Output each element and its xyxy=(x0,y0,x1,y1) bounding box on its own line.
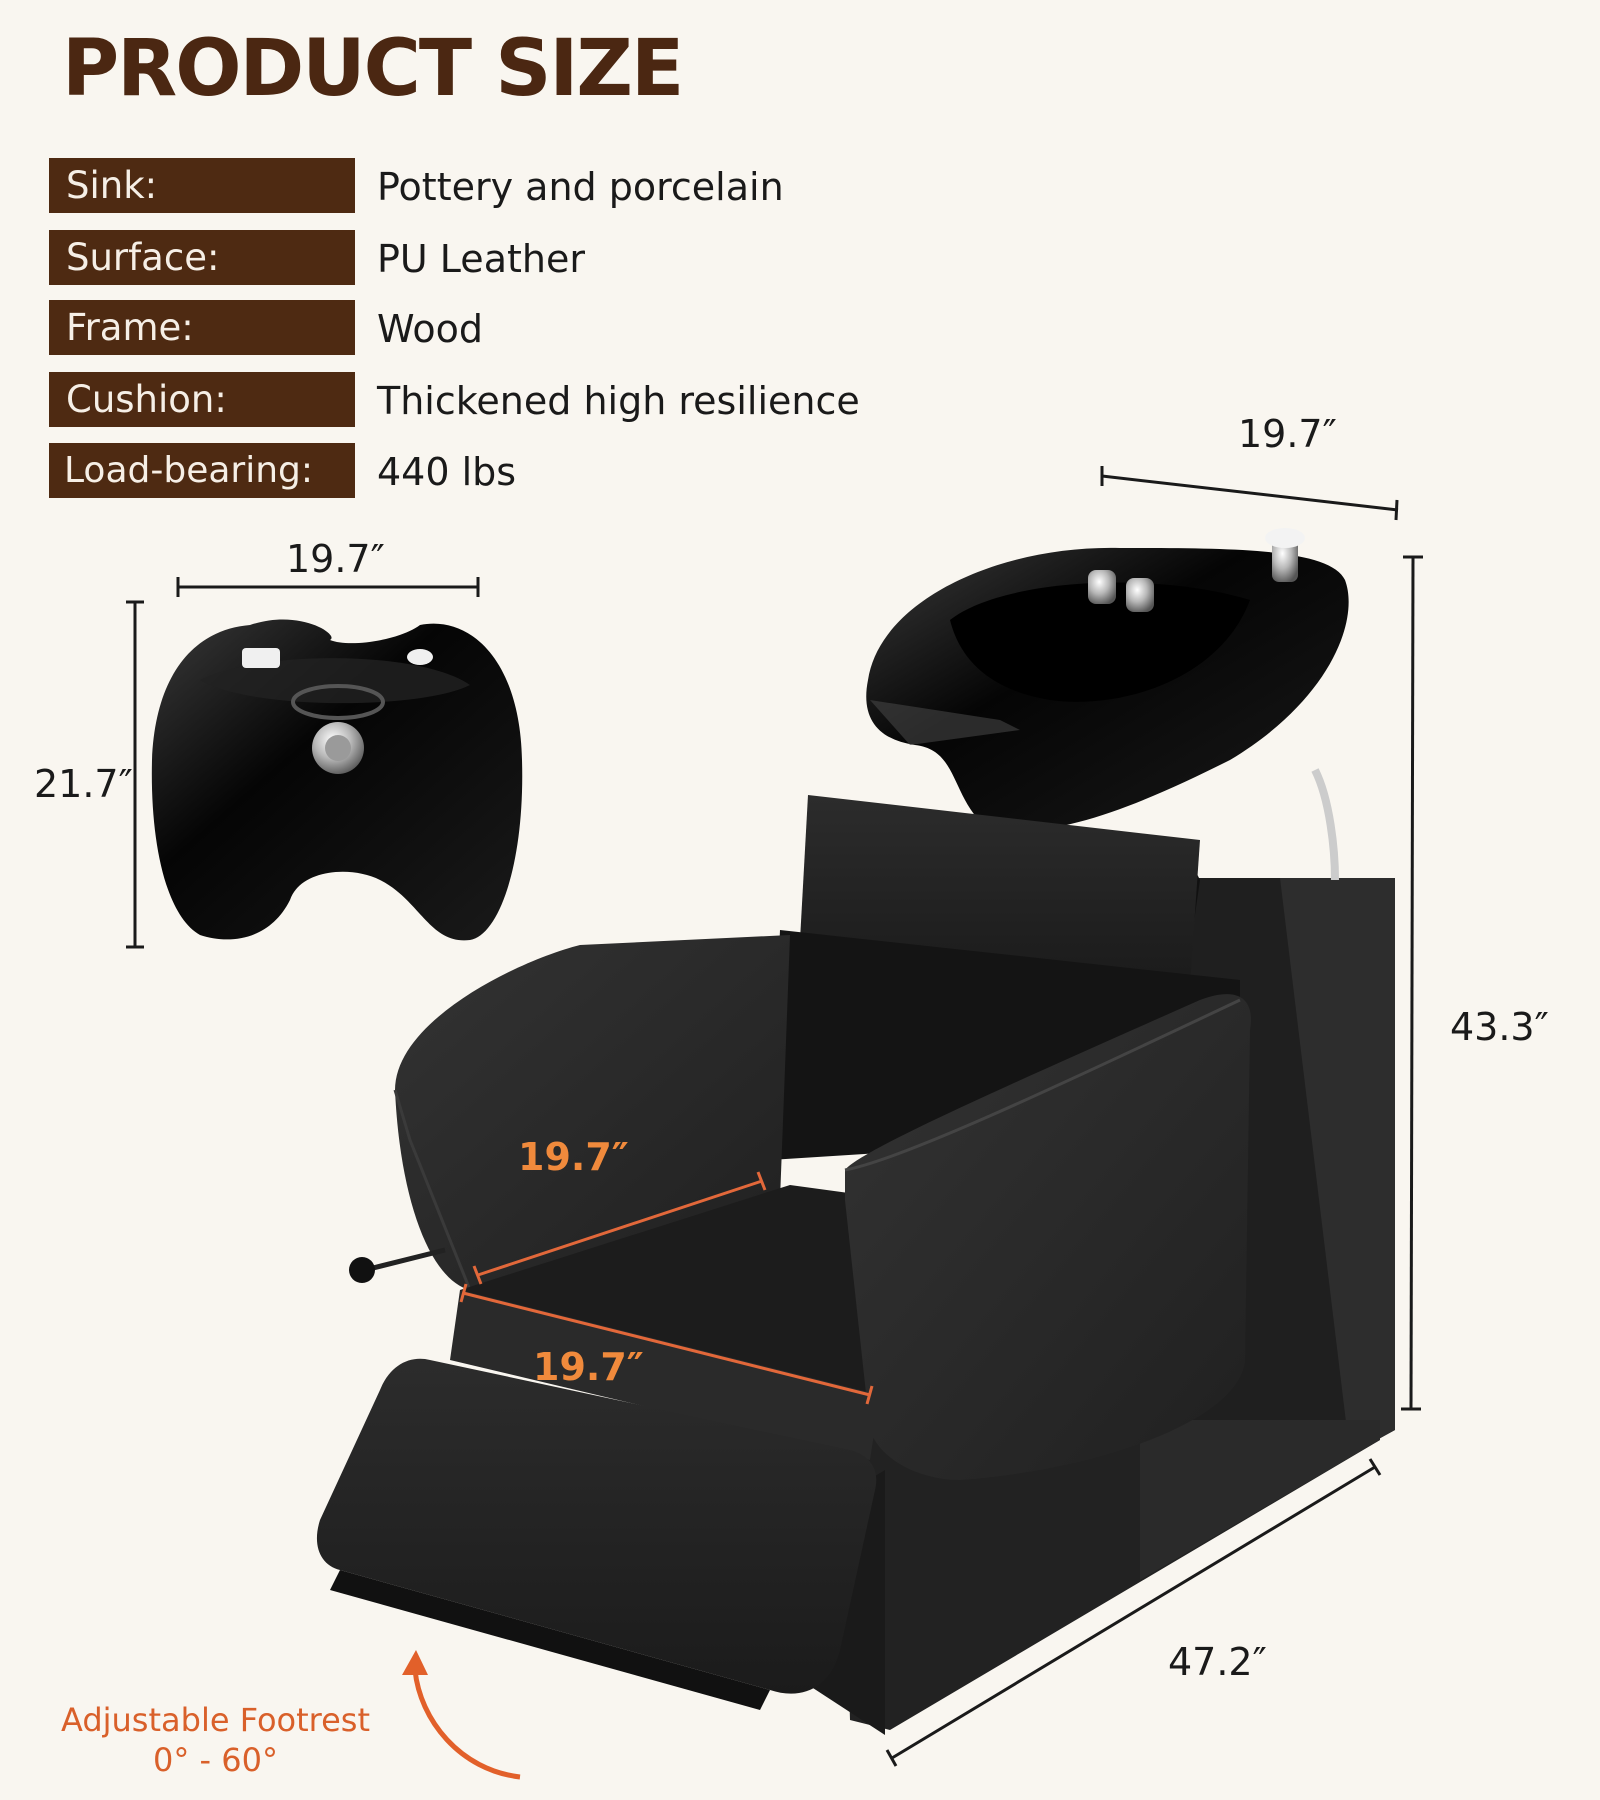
spec-value-frame: Wood xyxy=(377,307,483,351)
dimension-lines xyxy=(402,466,1423,1780)
spec-label-sink: Sink: xyxy=(49,158,355,213)
spec-label-frame: Frame: xyxy=(49,300,355,355)
sink-top-view xyxy=(126,577,523,949)
dim-overall-height: 43.3″ xyxy=(1450,1005,1549,1049)
footrest-note-title: Adjustable Footrest xyxy=(60,1701,371,1739)
dim-overall-length: 47.2″ xyxy=(1168,1640,1267,1684)
spec-label-cushion: Cushion: xyxy=(49,372,355,427)
footrest-note-range: 0° - 60° xyxy=(153,1741,278,1779)
page-title: PRODUCT SIZE xyxy=(62,24,684,114)
spec-label-load-bearing: Load-bearing: xyxy=(49,443,355,498)
spec-value-cushion: Thickened high resilience xyxy=(377,379,860,423)
dim-seat-depth: 19.7″ xyxy=(518,1135,629,1179)
spec-value-sink: Pottery and porcelain xyxy=(377,165,784,209)
spec-label-surface: Surface: xyxy=(49,230,355,285)
dim-seat-width: 19.7″ xyxy=(533,1345,644,1389)
chair-illustration xyxy=(316,528,1395,1735)
footrest-note: Adjustable Footrest 0° - 60° xyxy=(38,1700,393,1780)
spec-value-load-bearing: 440 lbs xyxy=(377,450,517,494)
dim-bowl-width: 19.7″ xyxy=(1238,412,1337,456)
spec-value-surface: PU Leather xyxy=(377,237,585,281)
dim-sink-width: 19.7″ xyxy=(286,537,385,581)
dim-sink-depth: 21.7″ xyxy=(34,762,133,806)
